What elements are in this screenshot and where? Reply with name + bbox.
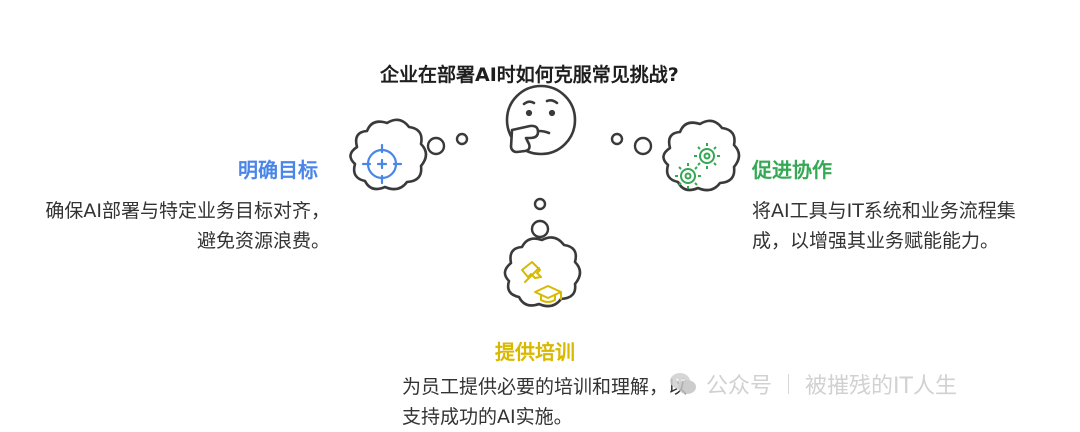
watermark: 公众号 被摧残的IT人生: [668, 368, 957, 400]
watermark-separator: [788, 374, 790, 394]
goal-label: 明确目标: [238, 158, 318, 182]
diagram-title: 企业在部署AI时如何克服常见挑战?: [380, 64, 679, 86]
wechat-logo-icon: [670, 373, 696, 394]
training-label: 提供培训: [495, 340, 575, 364]
training-icon: [521, 261, 562, 303]
training-description: 为员工提供必要的培训和理解，以支持成功的AI实施。: [402, 376, 688, 428]
cloud-bottom: [503, 236, 582, 308]
cloud-left: [349, 118, 428, 191]
target-icon: [361, 143, 403, 185]
thought-bubbles-left: [426, 132, 469, 156]
gears-icon: [675, 143, 720, 189]
goal-description: 确保AI部署与特定业务目标对齐，避免资源浪费。: [45, 200, 330, 252]
collaboration-description: 将AI工具与IT系统和业务流程集成，以增强其业务赋能能力。: [752, 200, 1016, 252]
collaboration-label: 促进协作: [752, 158, 832, 182]
watermark-author: 被摧残的IT人生: [805, 374, 957, 399]
thinking-face-icon: [505, 84, 577, 156]
thought-bubbles-right: [610, 132, 653, 156]
cloud-right: [662, 119, 741, 192]
thought-bubbles-bottom: [530, 197, 550, 239]
watermark-source: 公众号: [706, 374, 773, 399]
